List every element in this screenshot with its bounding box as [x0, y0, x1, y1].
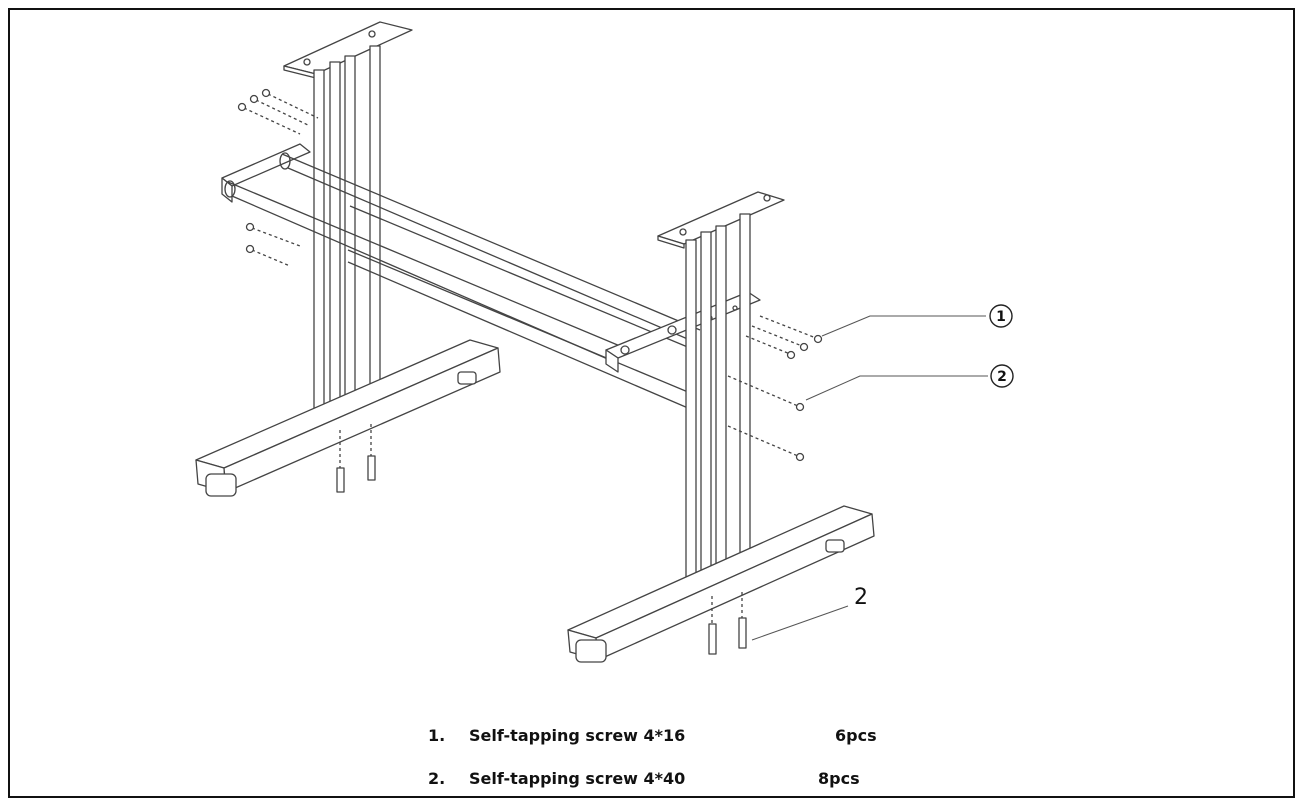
screw-callout-label: 2	[854, 585, 868, 610]
right-leg	[567, 191, 875, 663]
callout-label-2: 2	[997, 369, 1007, 385]
screws-upper-left	[237, 88, 319, 267]
part-quantity: 6pcs	[835, 726, 877, 745]
callout-circle-1	[989, 304, 1013, 328]
callout-circle-2	[990, 364, 1014, 388]
leader-lines	[751, 315, 988, 641]
part-description: Self-tapping screw 4*40	[469, 769, 686, 788]
part-quantity: 8pcs	[818, 769, 860, 788]
callout-label-1: 1	[996, 309, 1006, 325]
diagram-frame	[8, 8, 1295, 798]
screws-vertical	[336, 424, 747, 655]
screws-right	[727, 315, 823, 462]
part-number: 1.	[428, 726, 446, 745]
part-number: 2.	[428, 769, 446, 788]
part-description: Self-tapping screw 4*16	[469, 726, 686, 745]
left-leg	[195, 21, 501, 497]
